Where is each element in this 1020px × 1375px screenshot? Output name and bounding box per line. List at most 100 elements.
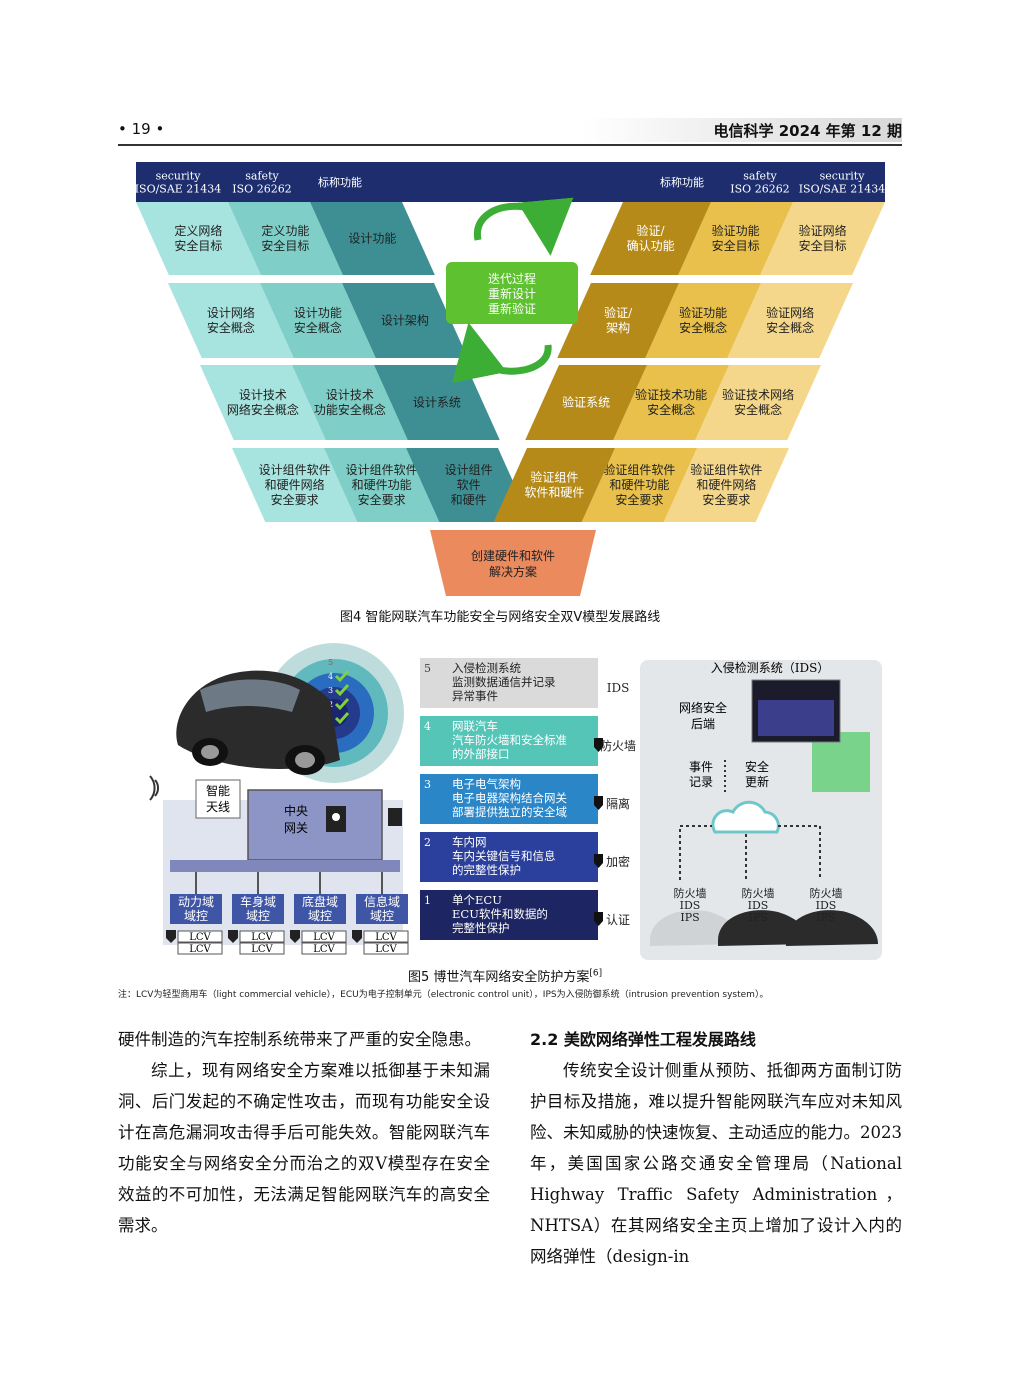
target-num-3: 3 (328, 686, 333, 695)
vehicle-tag-0: IPS (680, 911, 699, 924)
cloud-icon (711, 800, 780, 834)
fig4-left-text-0-1: 安全目标 (261, 238, 309, 253)
layer-num-2: 2 (424, 836, 431, 849)
layer-text-4: 网联汽车 (452, 719, 498, 733)
layer-num-5: 5 (424, 662, 431, 675)
domain-box-1 (232, 894, 284, 924)
fig4-left-cell-2-1 (292, 365, 408, 440)
layer-tag-bg (598, 898, 640, 934)
antenna-label-1: 智能 (206, 783, 230, 798)
layer-tag-3: 隔离 (606, 796, 630, 811)
fig4-left-text-0-0: 安全目标 (174, 238, 222, 253)
vehicle-tag-2: 防火墙 (810, 886, 843, 900)
fig4-right-cell-3-1 (581, 448, 697, 522)
solution-line-1: 创建硬件和软件 (471, 549, 555, 563)
vehicle-icon (786, 910, 878, 946)
fig4-right-cell-1-0 (557, 283, 679, 358)
solution-block (430, 530, 596, 596)
lcv-label: LCV (251, 944, 273, 955)
fig4-right-cell-3-0 (493, 448, 615, 522)
vehicle-tag-0: 防火墙 (674, 886, 707, 900)
fig4-left-cell-3-0 (232, 448, 358, 522)
page-header: • 19 • 电信科学 2024 年第 12 期 (118, 118, 902, 146)
ids-title: 入侵检测系统（IDS） (711, 660, 830, 675)
lcv-label: LCV (375, 944, 397, 955)
fig4-right-text-2-1: 安全概念 (647, 402, 695, 417)
fig4-left-text-3-0: 安全要求 (271, 492, 319, 507)
fig4-left-text-1-0: 设计网络 (207, 305, 255, 320)
fig4-left-text-1-1: 设计功能 (294, 306, 342, 320)
shield-icon (228, 930, 238, 943)
fig4-left-text-3-0: 和硬件网络 (265, 477, 325, 492)
layer-num-1: 1 (424, 894, 431, 907)
solution-line-2: 解决方案 (489, 564, 537, 579)
vehicle-tag-2: IPS (816, 911, 835, 924)
layer-text-2: 车内网 (452, 835, 487, 849)
layer-text-3: 部署提供独立的安全域 (452, 805, 567, 819)
fig4-left-text-2-2: 设计系统 (413, 396, 461, 410)
vehicle-tag-1: IDS (748, 899, 769, 912)
fig4-right-text-3-2: 验证组件软件 (690, 462, 762, 477)
domain-label-0: 动力域 (178, 895, 214, 909)
fig4-left-text-2-0: 设计技术 (239, 388, 287, 402)
lcv-label: LCV (189, 944, 211, 955)
connector-icon (388, 808, 402, 826)
lcv-box (363, 942, 409, 955)
domain-box-0 (170, 894, 222, 924)
fig4-left-text-0-1: 定义功能 (261, 223, 309, 238)
fig4-left-cell-3-2 (406, 448, 532, 522)
fig4-left-cell-1-0 (168, 283, 294, 358)
fig4-left-text-1-0: 安全概念 (207, 320, 255, 335)
bosch-protection-figure: 54321 智能 天线 中央 网关 动力域域控LCVLCV车身域域控LCVLCV… (149, 643, 882, 960)
layer-text-4: 的外部接口 (452, 747, 510, 761)
fig4-right-text-1-2: 验证网络 (766, 305, 814, 320)
fig4-left-text-3-2: 和硬件 (451, 493, 487, 507)
fig4-head-right-0: 标称功能 (660, 175, 704, 189)
fig4-right-cell-3-2 (663, 448, 789, 522)
shield-icon (290, 930, 300, 943)
layer-tag-bg (598, 782, 640, 818)
lcv-box (363, 930, 409, 943)
fig4-right-text-0-2: 安全目标 (799, 238, 847, 253)
iterate-arrow-top (474, 197, 574, 256)
fig4-right-text-1-1: 安全概念 (679, 320, 727, 335)
section-heading: 2.2 美欧网络弹性工程发展路线 (530, 1030, 756, 1049)
fig4-left-text-0-0: 定义网络 (174, 223, 222, 238)
layer-band-3 (420, 774, 598, 824)
fig4-right-text-1-0: 架构 (606, 320, 630, 335)
fig5-caption-text: 图5 博世汽车网络安全防护方案 (408, 970, 590, 985)
layer-band-1 (420, 890, 598, 940)
layer-tag-2: 加密 (606, 854, 630, 869)
shield-icon (594, 738, 603, 752)
fig4-right-text-0-0: 确认功能 (627, 239, 675, 253)
iterate-arrow-bottom (452, 322, 552, 383)
fig4-head-right-1: safety (743, 169, 777, 182)
shield-icon (352, 930, 362, 943)
fig4-right-text-2-2: 验证技术网络 (722, 387, 794, 402)
fig4-right-cell-0-0 (590, 202, 711, 275)
check-icon (334, 684, 350, 697)
iterate-line-1: 迭代过程 (488, 271, 536, 286)
layer-tag-4: 防火墙 (600, 738, 636, 753)
fig4-left-text-3-2: 软件 (457, 478, 481, 492)
backend-label-1: 网络安全 (679, 700, 727, 715)
fig4-right-text-0-1: 验证功能 (712, 223, 760, 238)
domain-label-3: 信息域 (364, 894, 400, 909)
fig4-right-text-2-1: 验证技术功能 (635, 387, 707, 402)
fig4-left-text-3-2: 设计组件 (445, 463, 493, 477)
fig5-citation[interactable]: [6] (589, 968, 603, 979)
iterate-box (446, 262, 578, 324)
fig4-left-text-3-0: 设计组件软件 (259, 463, 331, 477)
layer-tag-1: 认证 (606, 913, 630, 927)
fig4-right-text-0-0: 验证/ (637, 223, 666, 238)
fig5-caption: 图5 博世汽车网络安全防护方案[6] (408, 966, 602, 985)
fig4-right-cell-0-2 (760, 202, 885, 275)
lcv-box (177, 942, 223, 955)
layer-tag-5: IDS (607, 681, 630, 695)
fig4-right-cell-1-1 (645, 283, 761, 358)
fig4-right-cell-2-2 (695, 365, 821, 440)
fig4-right-text-3-1: 验证组件软件 (603, 462, 675, 477)
journal-title: 电信科学 2024 年第 12 期 (713, 122, 902, 140)
fig4-caption: 图4 智能网联汽车功能安全与网络安全双V模型发展路线 (340, 610, 661, 625)
